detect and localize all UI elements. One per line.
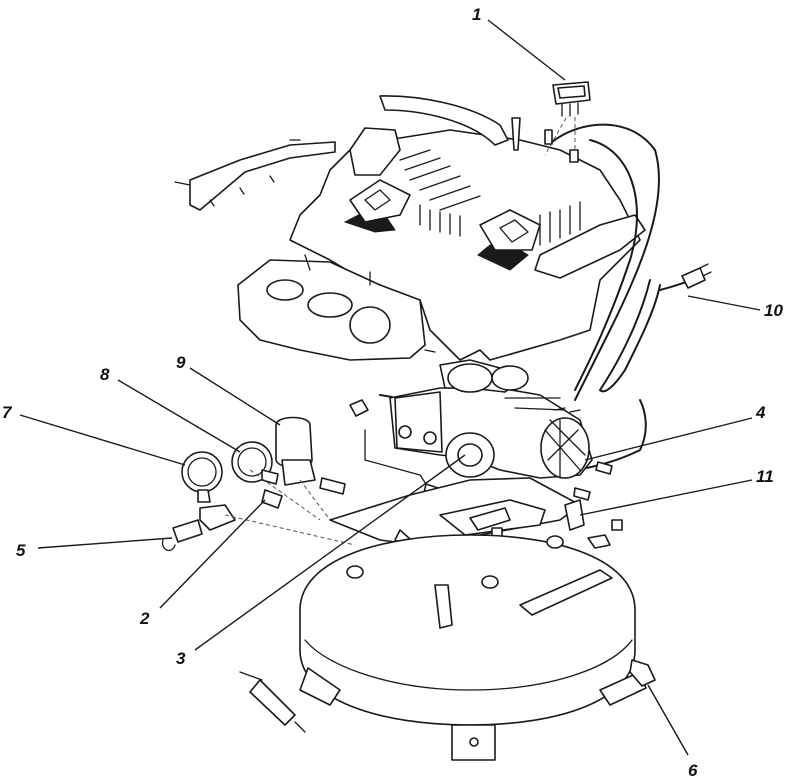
shroud-assembly: [175, 96, 645, 360]
callout-11: 11: [756, 467, 774, 486]
callout-4: 4: [755, 403, 766, 422]
callout-8: 8: [100, 365, 110, 384]
callout-6: 6: [688, 761, 698, 779]
callout-7: 7: [2, 403, 13, 422]
callout-2: 2: [139, 609, 150, 628]
callout-3: 3: [176, 649, 186, 668]
air-tank: [240, 535, 655, 760]
callout-1: 1: [472, 5, 481, 24]
callout-9: 9: [176, 353, 186, 372]
callout-10: 10: [764, 301, 783, 320]
callout-5: 5: [16, 541, 26, 560]
